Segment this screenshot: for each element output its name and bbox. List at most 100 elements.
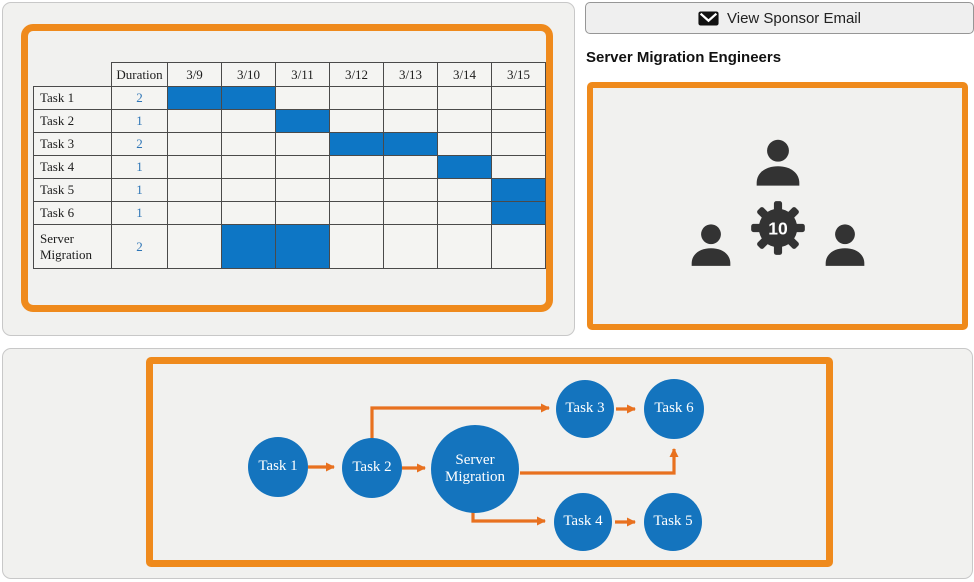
gantt-cell bbox=[329, 201, 384, 225]
view-sponsor-email-button[interactable]: View Sponsor Email bbox=[585, 2, 974, 34]
gantt-cell bbox=[167, 155, 222, 179]
gantt-task-duration: 2 bbox=[111, 224, 168, 269]
gantt-task-duration: 1 bbox=[111, 155, 168, 179]
gantt-col-duration: Duration bbox=[111, 62, 168, 87]
gantt-cell bbox=[491, 86, 546, 110]
gantt-cell bbox=[221, 155, 276, 179]
gantt-col-date: 3/15 bbox=[491, 62, 546, 87]
gantt-cell bbox=[167, 86, 222, 110]
engineers-box: 10 bbox=[587, 82, 968, 330]
gantt-row-task5: Task 5 1 bbox=[33, 178, 546, 202]
gantt-cell bbox=[221, 178, 276, 202]
person-icon bbox=[825, 223, 864, 266]
gantt-cell bbox=[275, 132, 330, 156]
gantt-header-row: Duration 3/9 3/10 3/11 3/12 3/13 3/14 3/… bbox=[34, 62, 546, 87]
gantt-task-name: Task 3 bbox=[33, 132, 112, 156]
gantt-cell bbox=[221, 109, 276, 133]
gantt-cell bbox=[275, 86, 330, 110]
node-task5: Task 5 bbox=[644, 493, 702, 551]
gantt-cell bbox=[383, 178, 438, 202]
gantt-table: Duration 3/9 3/10 3/11 3/12 3/13 3/14 3/… bbox=[33, 62, 546, 269]
gantt-cell bbox=[383, 132, 438, 156]
gantt-task-name: Task 5 bbox=[33, 178, 112, 202]
gantt-cell bbox=[221, 224, 276, 269]
engineers-bottom-row: 10 bbox=[682, 200, 874, 277]
gantt-cell bbox=[437, 109, 492, 133]
gantt-highlight-frame: Duration 3/9 3/10 3/11 3/12 3/13 3/14 3/… bbox=[21, 24, 553, 312]
gantt-cell bbox=[437, 201, 492, 225]
envelope-icon bbox=[698, 11, 719, 25]
gantt-col-date: 3/13 bbox=[383, 62, 438, 87]
gantt-cell bbox=[383, 155, 438, 179]
gantt-cell bbox=[491, 201, 546, 225]
gantt-cell bbox=[437, 86, 492, 110]
gantt-cell bbox=[221, 201, 276, 225]
team-size-value: 10 bbox=[768, 218, 788, 238]
gear-count-wrap: 10 bbox=[750, 200, 806, 261]
gantt-task-name: Task 6 bbox=[33, 201, 112, 225]
gantt-task-name: Task 1 bbox=[33, 86, 112, 110]
gantt-row-task2: Task 2 1 bbox=[33, 109, 546, 133]
gantt-col-date: 3/9 bbox=[167, 62, 222, 87]
gear-icon: 10 bbox=[750, 200, 805, 255]
gantt-cell bbox=[383, 201, 438, 225]
gantt-cell bbox=[167, 201, 222, 225]
gantt-cell bbox=[491, 224, 546, 269]
gantt-cell bbox=[221, 132, 276, 156]
gantt-task-name: Task 2 bbox=[33, 109, 112, 133]
view-sponsor-email-label: View Sponsor Email bbox=[727, 9, 861, 27]
gantt-task-name: Task 4 bbox=[33, 155, 112, 179]
node-task1: Task 1 bbox=[248, 437, 308, 497]
gantt-row-task1: Task 1 2 bbox=[33, 86, 546, 110]
gantt-cell bbox=[275, 178, 330, 202]
node-server-migration: Server Migration bbox=[431, 425, 519, 513]
gantt-cell bbox=[275, 155, 330, 179]
gantt-task-duration: 1 bbox=[111, 178, 168, 202]
gantt-cell bbox=[491, 178, 546, 202]
gantt-col-date: 3/14 bbox=[437, 62, 492, 87]
gantt-cell bbox=[437, 178, 492, 202]
gantt-task-duration: 2 bbox=[111, 132, 168, 156]
gantt-cell bbox=[275, 224, 330, 269]
gantt-cell bbox=[491, 132, 546, 156]
gantt-row-task4: Task 4 1 bbox=[33, 155, 546, 179]
gantt-task-duration: 2 bbox=[111, 86, 168, 110]
gantt-cell bbox=[167, 224, 222, 269]
node-task3: Task 3 bbox=[556, 380, 614, 438]
gantt-col-date: 3/11 bbox=[275, 62, 330, 87]
gantt-cell bbox=[383, 224, 438, 269]
gantt-cell bbox=[491, 155, 546, 179]
engineers-heading: Server Migration Engineers bbox=[586, 49, 782, 66]
gantt-corner-cell bbox=[34, 63, 112, 87]
gantt-cell bbox=[167, 109, 222, 133]
gantt-task-duration: 1 bbox=[111, 109, 168, 133]
person-icon bbox=[691, 223, 730, 266]
dependency-panel: Task 1 Task 2 Server Migration Task 3 Ta… bbox=[2, 348, 973, 579]
gantt-row-server-migration: Server Migration 2 bbox=[33, 224, 546, 269]
gantt-cell bbox=[437, 132, 492, 156]
gantt-cell bbox=[275, 201, 330, 225]
gantt-cell bbox=[329, 86, 384, 110]
gantt-task-name: Server Migration bbox=[33, 224, 112, 269]
gantt-row-task6: Task 6 1 bbox=[33, 201, 546, 225]
gantt-col-date: 3/10 bbox=[221, 62, 276, 87]
gantt-cell bbox=[167, 178, 222, 202]
gantt-cell bbox=[167, 132, 222, 156]
node-task2: Task 2 bbox=[342, 438, 402, 498]
gantt-col-date: 3/12 bbox=[329, 62, 384, 87]
gantt-panel: Duration 3/9 3/10 3/11 3/12 3/13 3/14 3/… bbox=[2, 2, 575, 336]
gantt-cell bbox=[437, 224, 492, 269]
gantt-cell bbox=[383, 109, 438, 133]
gantt-cell bbox=[329, 155, 384, 179]
gantt-row-task3: Task 3 2 bbox=[33, 132, 546, 156]
gantt-cell bbox=[221, 86, 276, 110]
gantt-cell bbox=[329, 178, 384, 202]
gantt-cell bbox=[437, 155, 492, 179]
gantt-cell bbox=[329, 132, 384, 156]
gantt-cell bbox=[491, 109, 546, 133]
node-task4: Task 4 bbox=[554, 493, 612, 551]
gantt-cell bbox=[383, 86, 438, 110]
gantt-cell bbox=[329, 224, 384, 269]
node-task6: Task 6 bbox=[644, 379, 704, 439]
